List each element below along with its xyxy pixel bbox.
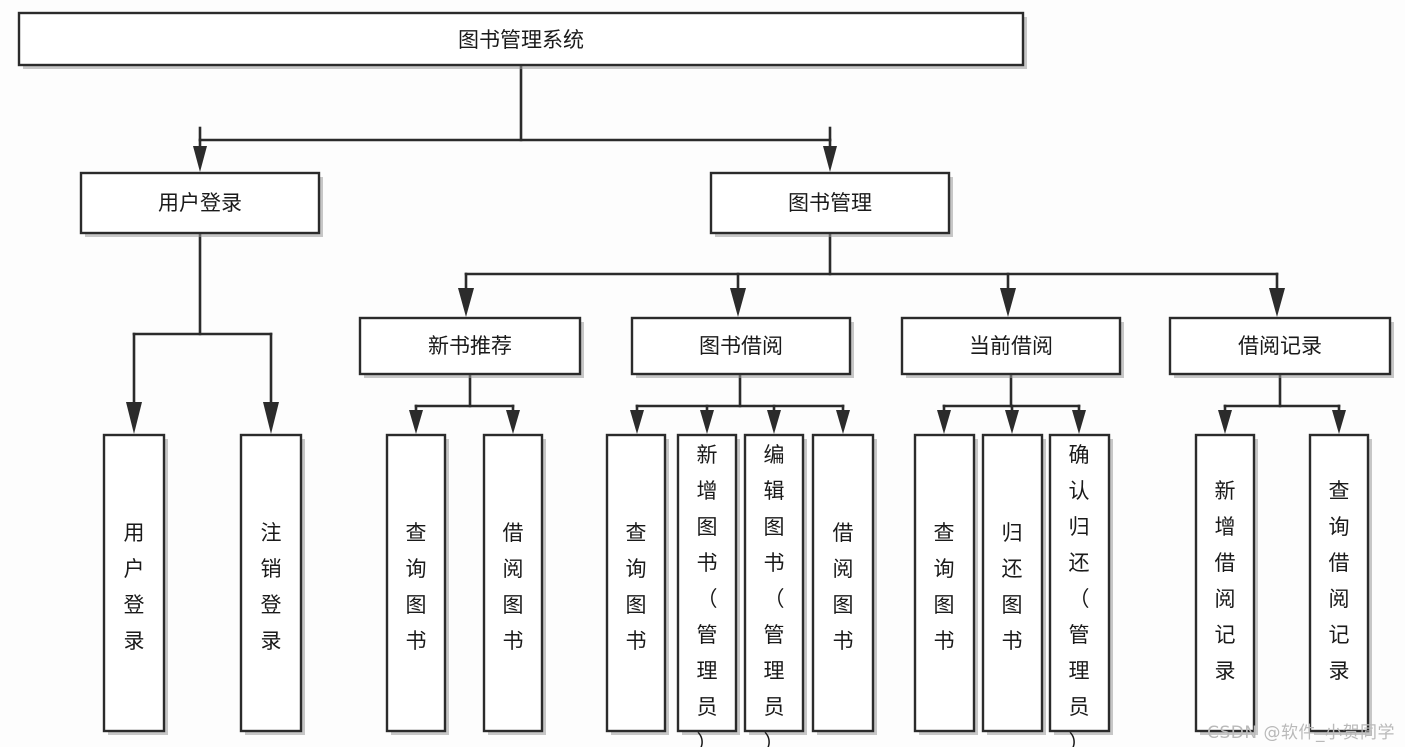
root-label: 图书管理系统: [458, 28, 584, 52]
leaf-borrow-book-2-label: 借阅图书: [833, 521, 854, 653]
node-borrow-record[interactable]: 借阅记录: [1168, 316, 1394, 378]
arrow-to-borrow-record: [1269, 288, 1285, 317]
arrow-leaf-return-book: [1005, 410, 1019, 434]
leaf-add-record-label: 新增借阅记录: [1215, 479, 1236, 683]
node-leaf-edit-book[interactable]: 编辑图书（管理员）: [743, 433, 807, 747]
node-new-book-rec[interactable]: 新书推荐: [358, 316, 584, 378]
leaf-query-book-2-box: [605, 433, 667, 733]
leaf-add-book-box: [676, 433, 738, 733]
new-book-rec-box: [358, 316, 582, 376]
node-leaf-query-record[interactable]: 查询借阅记录: [1308, 433, 1372, 735]
node-leaf-confirm-return[interactable]: 确认归还（管理员）: [1048, 433, 1113, 747]
arrow-leaf-query-book-1: [409, 410, 423, 434]
leaf-borrow-book-2-box: [811, 433, 875, 733]
arrow-leaf-user-login: [126, 402, 142, 434]
leaf-add-book-label: 新增图书（管理员）: [697, 443, 718, 747]
node-user-login[interactable]: 用户登录: [79, 171, 323, 237]
leaf-query-book-1-box: [385, 433, 447, 733]
leaf-edit-book-box: [743, 433, 805, 733]
arrow-leaf-confirm-return: [1072, 410, 1086, 434]
node-leaf-user-logout[interactable]: 注销登录: [239, 433, 305, 735]
node-root[interactable]: 图书管理系统: [17, 11, 1027, 69]
leaf-user-login-label: 用户登录: [124, 521, 145, 653]
arrow-to-book-manage: [823, 146, 837, 172]
leaf-query-book-2-label: 查询图书: [626, 521, 647, 653]
leaf-borrow-book-1-box: [482, 433, 544, 733]
node-current-borrow[interactable]: 当前借阅: [900, 316, 1124, 378]
leaf-user-logout-label: 注销登录: [261, 521, 282, 653]
arrow-leaf-add-record: [1218, 410, 1232, 434]
current-borrow-label: 当前借阅: [969, 334, 1053, 358]
borrow-record-box: [1168, 316, 1392, 376]
leaf-user-login-box: [102, 433, 166, 733]
arrow-leaf-user-logout: [263, 402, 279, 434]
leaf-borrow-book-1-label: 借阅图书: [503, 521, 524, 653]
node-leaf-query-book-3[interactable]: 查询图书: [913, 433, 978, 735]
new-book-rec-label: 新书推荐: [428, 334, 512, 358]
user-login-label: 用户登录: [158, 191, 242, 215]
leaf-query-record-box: [1308, 433, 1370, 733]
node-leaf-add-record[interactable]: 新增借阅记录: [1194, 433, 1258, 735]
root-box: [17, 11, 1025, 67]
arrow-to-current-borrow: [1000, 288, 1016, 317]
arrow-leaf-edit-book: [767, 410, 781, 434]
arrow-leaf-add-book: [700, 410, 714, 434]
leaf-confirm-return-label: 确认归还（管理员）: [1069, 443, 1090, 747]
book-borrow-label: 图书借阅: [699, 334, 783, 358]
node-leaf-user-login[interactable]: 用户登录: [102, 433, 168, 735]
leaf-query-record-label: 查询借阅记录: [1329, 479, 1350, 683]
arrow-leaf-borrow-book-1: [506, 410, 520, 434]
borrow-record-label: 借阅记录: [1238, 334, 1322, 358]
arrow-leaf-query-book-3: [937, 410, 951, 434]
node-book-borrow[interactable]: 图书借阅: [630, 316, 854, 378]
arrow-leaf-borrow-book-2: [836, 410, 850, 434]
node-leaf-borrow-book-1[interactable]: 借阅图书: [482, 433, 546, 735]
book-manage-box: [709, 171, 951, 235]
leaf-user-logout-box: [239, 433, 303, 733]
node-leaf-query-book-2[interactable]: 查询图书: [605, 433, 669, 735]
arrow-to-new-book-rec: [458, 288, 474, 317]
arrow-leaf-query-book-2: [630, 410, 644, 434]
leaf-confirm-return-box: [1048, 433, 1111, 733]
leaf-query-book-1-label: 查询图书: [406, 521, 427, 653]
leaf-add-record-box: [1194, 433, 1256, 733]
leaf-query-book-3-label: 查询图书: [934, 521, 955, 653]
edge-layer: [126, 63, 1346, 434]
node-leaf-return-book[interactable]: 归还图书: [981, 433, 1046, 735]
node-leaf-query-book-1[interactable]: 查询图书: [385, 433, 449, 735]
book-manage-label: 图书管理: [788, 191, 872, 215]
book-borrow-box: [630, 316, 852, 376]
leaf-edit-book-label: 编辑图书（管理员）: [764, 443, 785, 747]
leaf-query-book-3-box: [913, 433, 976, 733]
user-login-box: [79, 171, 321, 235]
leaf-return-book-label: 归还图书: [1002, 521, 1023, 653]
leaf-return-book-box: [981, 433, 1044, 733]
node-leaf-borrow-book-2[interactable]: 借阅图书: [811, 433, 877, 735]
arrow-to-user-login: [193, 146, 207, 172]
arrow-leaf-query-record: [1332, 410, 1346, 434]
arrow-to-book-borrow: [730, 288, 746, 317]
node-leaf-add-book[interactable]: 新增图书（管理员）: [676, 433, 740, 747]
current-borrow-box: [900, 316, 1122, 376]
node-book-manage[interactable]: 图书管理: [709, 171, 953, 237]
